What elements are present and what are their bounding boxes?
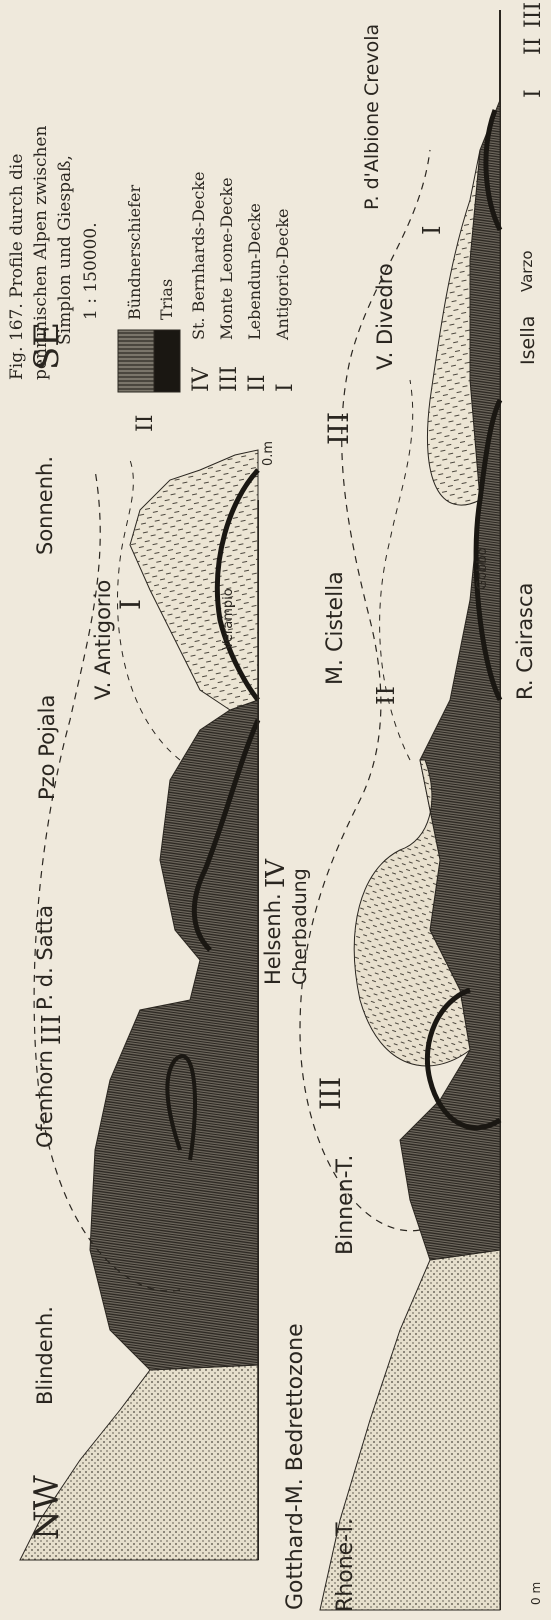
upper-roman-ii: II <box>133 415 158 432</box>
upper-zero: 0.m <box>261 441 276 466</box>
lower-gotthard: Gotthard-M. Bedrettozone <box>283 1323 308 1610</box>
nw-label: NW <box>27 1475 67 1540</box>
lower-rhone: Rhone-T. <box>333 1518 358 1612</box>
legend-key-5: I <box>273 383 298 392</box>
lower-varzo: Varzo <box>518 250 536 292</box>
legend-key-4: II <box>245 375 270 392</box>
legend-label-2: St. Bernhards-Decke <box>189 171 208 340</box>
legend: Bündnerschiefer Trias IV St. Bernhards-D… <box>118 171 298 392</box>
lower-cairasca: R. Cairasca <box>513 583 537 700</box>
lower-dashed-outline <box>300 150 430 1231</box>
caption-line-4: 1 : 150000. <box>81 222 101 320</box>
lower-roman-i: I <box>418 226 446 235</box>
caption-line-2: penninischen Alpen zwischen <box>31 126 51 380</box>
caption-line-1: Fig. 167. Profile durch die <box>7 154 27 380</box>
legend-label-1: Trias <box>157 279 176 320</box>
upper-roman-i: I <box>114 599 147 610</box>
lower-divedro: V. Divedro <box>373 263 397 370</box>
lower-roman-iii-mid: III <box>322 412 355 445</box>
legend-label-3: Monte Leone-Decke <box>217 177 236 340</box>
lower-schist-body <box>400 100 500 1260</box>
lower-zero: 0 m <box>529 1582 543 1605</box>
lower-cistella: M. Cistella <box>323 571 348 685</box>
upper-schist-body <box>90 700 258 1370</box>
upper-sonnenh: Sonnenh. <box>33 456 57 555</box>
lower-helsenh: Helsenh. <box>261 893 285 985</box>
lower-roman-ii-right: II <box>521 38 546 55</box>
upper-roman-iii: III <box>37 1014 67 1045</box>
legend-label-0: Bündnerschiefer <box>125 185 144 320</box>
lower-isella: Isella <box>517 316 539 365</box>
legend-key-2: IV <box>189 366 214 392</box>
lower-profile <box>300 10 500 1610</box>
legend-key-3: III <box>217 366 242 392</box>
legend-label-4: Lebendun-Decke <box>245 203 264 340</box>
upper-blindenh: Blindenh. <box>33 1306 57 1405</box>
legend-label-5: Antigorio-Decke <box>273 208 292 341</box>
upper-ofenhorn: Ofenhorn <box>33 1050 57 1148</box>
caption-line-3: Simplon und Giespaß, <box>55 155 75 345</box>
lower-binnen: Binnen-T. <box>333 1155 358 1255</box>
lower-albione: P. d'Albione <box>361 101 383 210</box>
legend-swatch-schist <box>118 330 154 392</box>
lower-gobbo: Gobbo <box>475 547 490 590</box>
lower-crevola: Crevola <box>361 24 383 96</box>
upper-antigorio: V. Antigorio <box>91 580 115 700</box>
upper-pojala: Pzo Pojala <box>35 695 59 800</box>
lower-roman-iii: III <box>314 1077 347 1110</box>
lower-roman-ii: II <box>372 686 400 705</box>
lower-cherbadung: Cherbadung <box>289 868 311 985</box>
lower-roman-iii-right: III <box>521 2 546 28</box>
lower-roman-iv: IV <box>261 858 291 888</box>
upper-pdsatta: P. d. Satta <box>33 905 57 1010</box>
lower-roman-i-right: I <box>521 89 546 98</box>
upper-verampio: Verampio <box>221 588 236 650</box>
legend-swatch-trias <box>154 330 180 392</box>
